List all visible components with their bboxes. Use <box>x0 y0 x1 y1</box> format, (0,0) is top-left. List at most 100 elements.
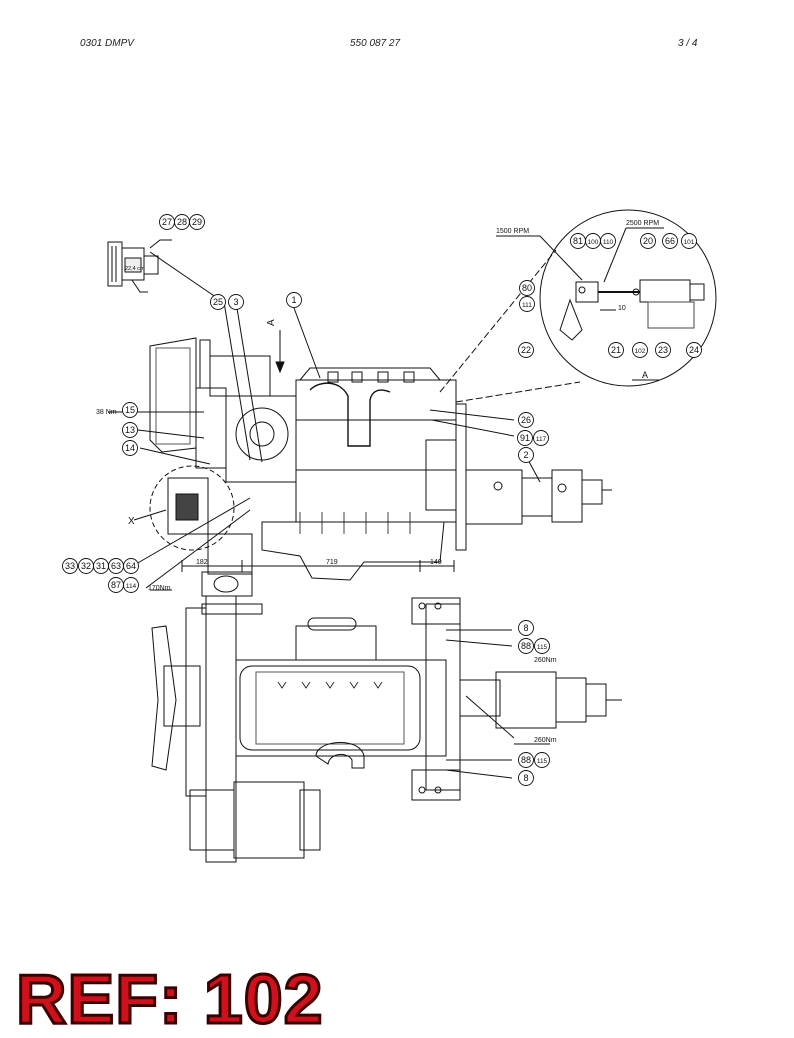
part-balloon-14: 14 <box>122 440 138 456</box>
part-balloon-27: 27 <box>159 214 175 230</box>
part-balloon-15: 15 <box>122 402 138 418</box>
svg-text:117: 117 <box>536 436 547 443</box>
svg-text:66: 66 <box>665 236 675 246</box>
svg-text:2: 2 <box>523 450 528 460</box>
svg-text:101: 101 <box>684 239 695 246</box>
svg-text:63: 63 <box>111 561 121 571</box>
reference-number-label: REF: 102 <box>15 960 325 1038</box>
detail-a-governor <box>439 209 717 403</box>
part-balloon-22: 22 <box>518 342 534 358</box>
svg-text:80: 80 <box>522 283 532 293</box>
svg-text:8: 8 <box>523 623 528 633</box>
part-balloon-28: 28 <box>174 214 190 230</box>
part-balloon-2: 2 <box>518 447 534 463</box>
svg-text:110: 110 <box>603 239 614 246</box>
svg-text:23: 23 <box>658 345 668 355</box>
part-balloon-66: 66 <box>662 233 678 249</box>
svg-text:29: 29 <box>192 217 202 227</box>
svg-text:91: 91 <box>520 433 530 443</box>
rpm-label-1500: 1500 RPM <box>496 228 529 235</box>
svg-text:27: 27 <box>162 217 172 227</box>
svg-text:21: 21 <box>611 345 621 355</box>
part-balloon-115a: 115 <box>534 638 550 654</box>
svg-text:22: 22 <box>521 345 531 355</box>
header-doc-code: 0301 DMPV <box>80 38 134 49</box>
svg-text:20: 20 <box>643 236 653 246</box>
engine-top-view <box>151 595 622 863</box>
svg-text:3: 3 <box>233 297 238 307</box>
part-balloon-81: 81 <box>570 233 586 249</box>
part-balloon-87: 87 <box>108 577 124 593</box>
header-part-number: 550 087 27 <box>350 38 401 49</box>
part-balloon-1: 1 <box>286 292 302 308</box>
part-balloon-3: 3 <box>228 294 244 310</box>
part-balloon-64: 64 <box>123 558 139 574</box>
part-balloon-100: 100 <box>585 233 601 249</box>
part-balloon-91: 91 <box>517 430 533 446</box>
part-balloon-88b: 88 <box>518 752 534 768</box>
part-balloon-80: 80 <box>519 280 535 296</box>
svg-text:13: 13 <box>125 425 135 435</box>
dimension-label-22-4cm: 22,4 cm <box>125 266 145 272</box>
header-page-number: 3 / 4 <box>678 38 698 49</box>
svg-text:88: 88 <box>521 641 531 651</box>
svg-text:88: 88 <box>521 755 531 765</box>
part-balloon-8b: 8 <box>518 770 534 786</box>
svg-text:115: 115 <box>537 644 548 651</box>
torque-label-38nm: 38 Nm <box>96 409 117 416</box>
part-balloon-88a: 88 <box>518 638 534 654</box>
part-balloon-20: 20 <box>640 233 656 249</box>
svg-text:1: 1 <box>291 295 296 305</box>
svg-text:100: 100 <box>588 239 599 246</box>
part-balloon-24: 24 <box>686 342 702 358</box>
part-balloon-29: 29 <box>189 214 205 230</box>
svg-text:32: 32 <box>81 561 91 571</box>
dimension-label-182: 182 <box>196 559 208 566</box>
part-balloon-117: 117 <box>533 430 549 446</box>
detail-sensor-assembly <box>107 239 172 293</box>
part-balloon-25: 25 <box>210 294 226 310</box>
dimension-label-140: 140 <box>430 559 442 566</box>
svg-text:87: 87 <box>111 580 121 590</box>
part-balloon-115b: 115 <box>534 752 550 768</box>
svg-text:81: 81 <box>573 236 583 246</box>
part-balloon-26: 26 <box>518 412 534 428</box>
part-balloon-111: 111 <box>519 296 535 312</box>
detail-x-label: X <box>128 516 135 527</box>
svg-text:33: 33 <box>65 561 75 571</box>
part-balloon-101: 101 <box>681 233 697 249</box>
svg-text:25: 25 <box>213 297 223 307</box>
svg-text:8: 8 <box>523 773 528 783</box>
part-balloon-23: 23 <box>655 342 671 358</box>
svg-text:24: 24 <box>689 345 699 355</box>
rpm-label-2500: 2500 RPM <box>626 220 659 227</box>
part-balloon-102: 102 <box>632 342 648 358</box>
svg-text:102: 102 <box>635 348 646 355</box>
engine-side-view <box>108 251 612 597</box>
part-balloon-8a: 8 <box>518 620 534 636</box>
part-balloon-110: 110 <box>600 233 616 249</box>
svg-text:15: 15 <box>125 405 135 415</box>
dimension-label-10: 10 <box>618 305 626 312</box>
svg-text:28: 28 <box>177 217 187 227</box>
dimension-label-719: 719 <box>326 559 338 566</box>
detail-a-label: A <box>642 370 648 380</box>
part-balloon-13: 13 <box>122 422 138 438</box>
view-arrow-a-label: A <box>266 319 277 326</box>
svg-text:115: 115 <box>537 758 548 765</box>
svg-text:14: 14 <box>125 443 135 453</box>
part-balloon-63: 63 <box>108 558 124 574</box>
torque-label-260nm-bottom: 260Nm <box>534 737 557 744</box>
svg-text:64: 64 <box>126 561 136 571</box>
torque-label-260nm-top: 260Nm <box>534 657 557 664</box>
svg-text:26: 26 <box>521 415 531 425</box>
part-balloon-31: 31 <box>93 558 109 574</box>
part-balloon-33: 33 <box>62 558 78 574</box>
torque-label-170nm: 170Nm <box>148 585 171 592</box>
part-balloon-32: 32 <box>78 558 94 574</box>
svg-text:114: 114 <box>126 583 137 590</box>
part-balloon-21: 21 <box>608 342 624 358</box>
svg-text:111: 111 <box>522 302 532 309</box>
part-balloon-114: 114 <box>123 577 139 593</box>
